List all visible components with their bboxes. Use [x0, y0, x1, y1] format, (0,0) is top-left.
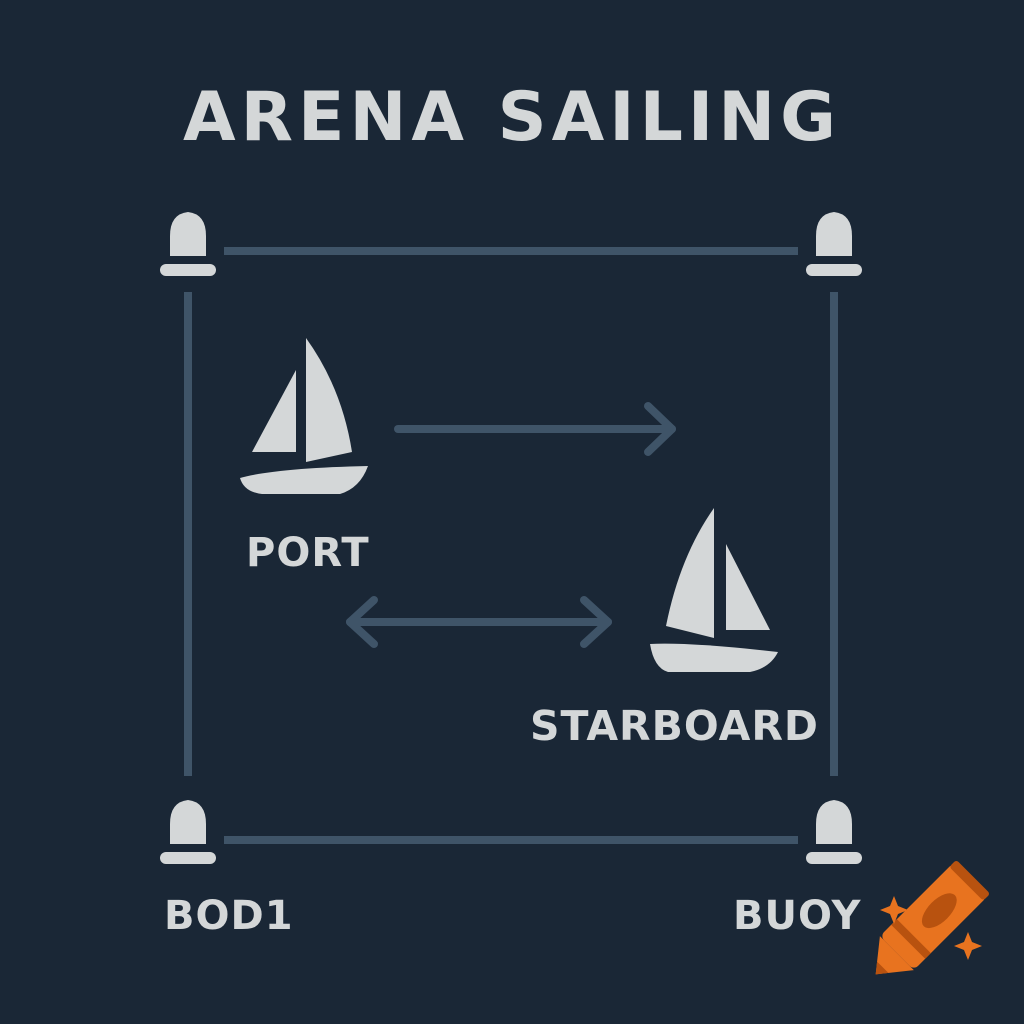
arena-boundary [184, 247, 838, 844]
sparkle-icon [954, 932, 982, 960]
buoy-right-label: BUOY [733, 893, 862, 939]
double-arrow-icon [346, 596, 612, 648]
buoy-icon [806, 212, 862, 276]
sparkle-icon [880, 896, 908, 924]
diagram-title: ARENA SAILING [183, 78, 841, 157]
buoy-icon [160, 800, 216, 864]
arrow-right-icon [394, 402, 676, 456]
port-label: PORT [246, 530, 370, 576]
sailboat-icon [650, 508, 778, 672]
buoy-icon [160, 212, 216, 276]
buoy-left-label: BOD1 [164, 893, 294, 939]
sailboat-icon [240, 338, 368, 494]
crayon-icon [875, 861, 989, 975]
buoy-icon [806, 800, 862, 864]
starboard-label: STARBOARD [530, 702, 819, 750]
